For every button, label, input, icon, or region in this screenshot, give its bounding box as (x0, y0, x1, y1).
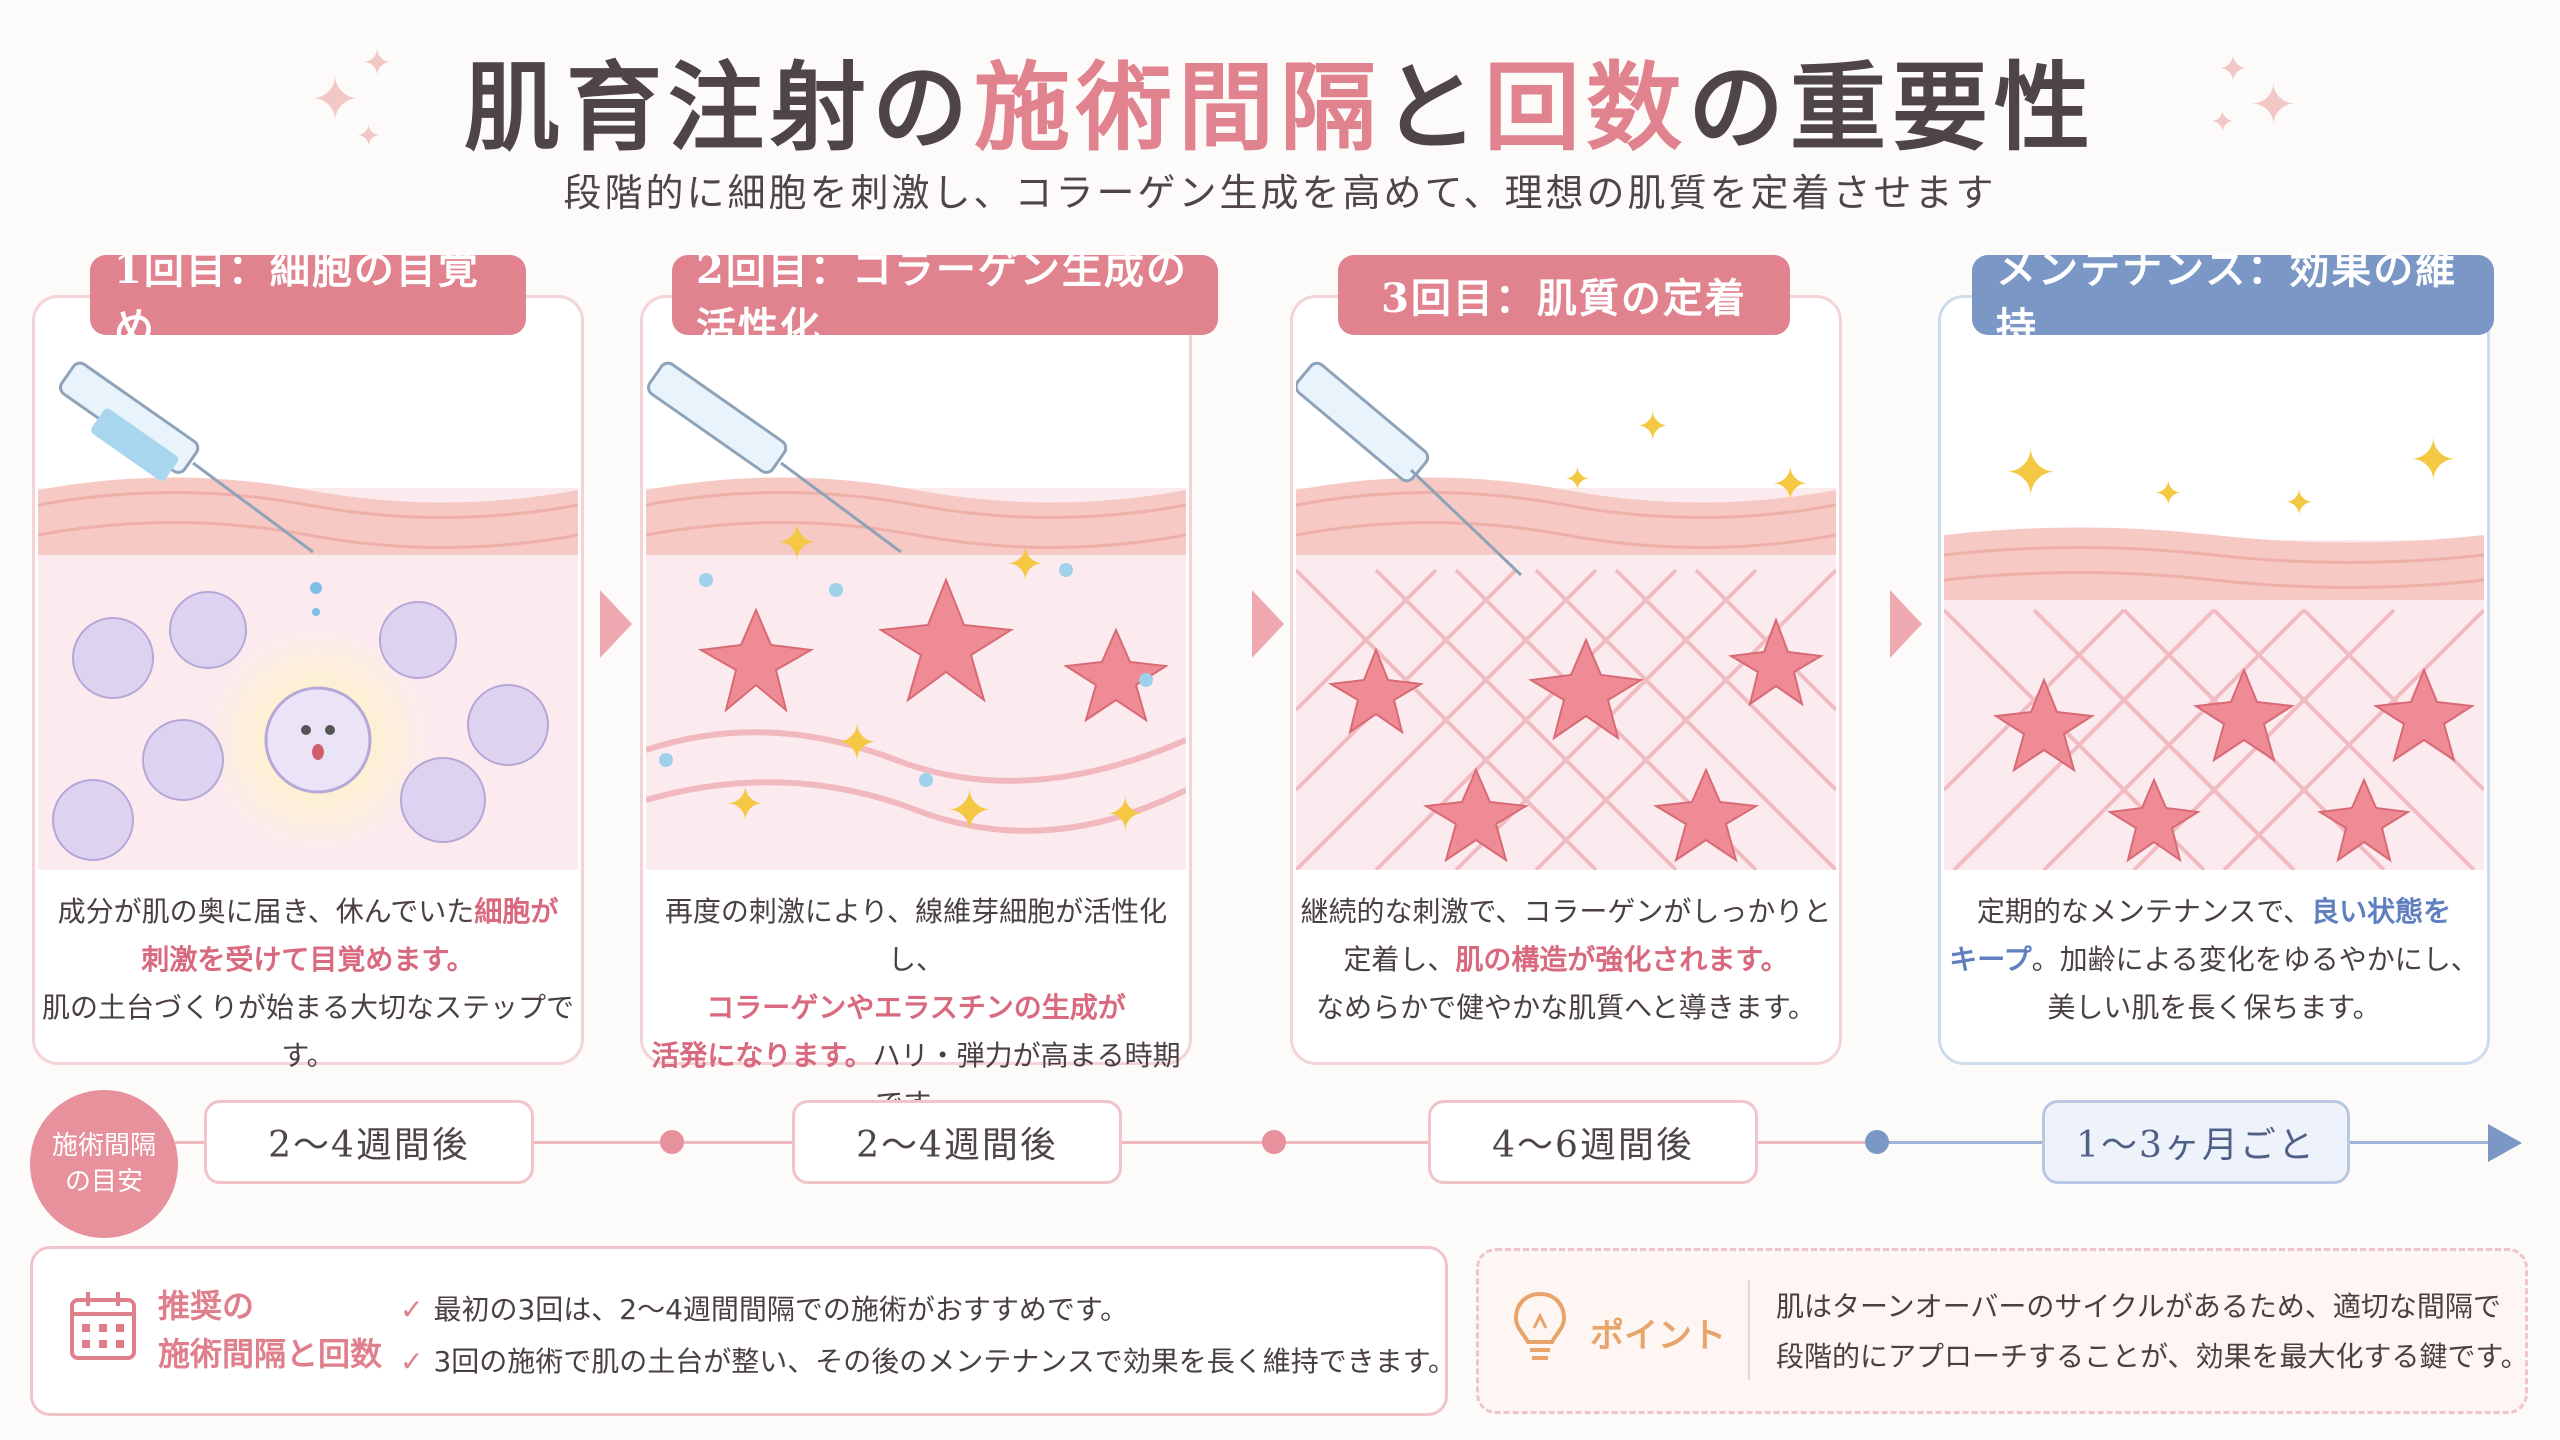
svg-text:✦: ✦ (2409, 426, 2458, 494)
syringe-icon (1296, 361, 1523, 577)
recommendation-box (30, 1246, 1448, 1416)
svg-text:✦: ✦ (1006, 537, 1045, 591)
page-title: 肌育注射の施術間隔と回数の重要性 (464, 51, 2096, 164)
check-icon: ✓ (400, 1293, 424, 1326)
step-description-3: 継続的な刺激で、コラーゲンがしっかりと 定着し、肌の構造が強化されます。 なめら… (1300, 895, 1832, 1024)
sparkle-icon: ✦ (310, 65, 361, 135)
point-box (1476, 1248, 2528, 1414)
step-badge-2: 2回目：コラーゲン生成の活性化 (672, 246, 1218, 351)
check-icon: ✓ (400, 1345, 424, 1378)
svg-text:✦: ✦ (2154, 474, 2183, 514)
recommendation-item: ✓3回の施術で肌の土台が整い、その後のメンテナンスで効果を長く維持できます。 (400, 1345, 1456, 1378)
svg-text:✦: ✦ (946, 779, 993, 844)
step-arrow (1252, 590, 1284, 658)
svg-text:✦: ✦ (2284, 483, 2314, 524)
svg-text:✦: ✦ (1636, 404, 1670, 450)
point-label: ポイント (1590, 1316, 1726, 1356)
step-description-1: 成分が肌の奥に届き、休んでいた細胞が 刺激を受けて目覚めます。 肌の土台づくりが… (41, 895, 574, 1072)
skin-illustration-4: ✦ ✦ ✦ ✦ (1944, 426, 2484, 870)
step-badge-1: 1回目：細胞の目覚め (90, 246, 526, 351)
timeline-dot (660, 1130, 684, 1154)
svg-text:✦: ✦ (1564, 460, 1591, 498)
skin-illustration-3: ✦ ✦ ✦ (1296, 361, 1836, 870)
interval-pill-4: 1～3ヶ月ごと (2042, 1100, 2350, 1184)
svg-text:✦: ✦ (776, 514, 818, 572)
svg-text:✦: ✦ (726, 777, 765, 831)
calendar-icon (70, 1292, 136, 1360)
interval-pill-3: 4～6週間後 (1428, 1100, 1758, 1184)
sparkle-icon: ✦ (2250, 73, 2297, 138)
step-description-2: 再度の刺激により、線維芽細胞が活性化し、 コラーゲンやエラスチンの生成が 活発に… (651, 895, 1181, 1120)
point-text: 肌はターンオーバーのサイクルがあるため、適切な間隔で 段階的にアプローチすること… (1776, 1290, 2529, 1373)
interval-pill-2: 2～4週間後 (792, 1100, 1122, 1184)
step-arrow (1890, 590, 1922, 658)
timeline-dot (1262, 1130, 1286, 1154)
step-badge-3: 3回目：肌質の定着 (1338, 255, 1790, 335)
step-description-4: 定期的なメンテナンスで、良い状態を キープ。加齢による変化をゆるやかにし、 美し… (1949, 895, 2479, 1024)
timeline-arrow-icon (2488, 1124, 2522, 1162)
recommendation-title: 推奨の 施術間隔と回数 (158, 1287, 383, 1373)
lightbulb-icon (1513, 1291, 1567, 1360)
svg-text:✦: ✦ (836, 714, 878, 772)
step-arrow (600, 590, 632, 658)
sparkle-icon: ✦ (2210, 105, 2236, 140)
skin-illustration-2: ✦ ✦ ✦ ✦ ✦ ✦ (646, 361, 1186, 870)
svg-text:✦: ✦ (2004, 437, 2058, 511)
recommendation-item: ✓最初の3回は、2～4週間間隔での施術がおすすめです。 (400, 1293, 1129, 1326)
skin-illustration-1 (38, 361, 578, 870)
svg-text:✦: ✦ (1106, 787, 1145, 841)
syringe-icon (646, 361, 902, 554)
sparkle-icon: ✦ (362, 43, 393, 84)
interval-pill-1: 2～4週間後 (204, 1100, 534, 1184)
divider (1748, 1280, 1750, 1380)
sparkle-icon: ✦ (356, 119, 382, 154)
syringe-icon (58, 361, 322, 616)
timeline-dot (1865, 1130, 1889, 1154)
timeline-label: 施術間隔の目安 (30, 1090, 178, 1238)
sparkle-icon: ✦ (2218, 49, 2249, 90)
svg-text:✦: ✦ (1771, 457, 1810, 511)
page-subtitle: 段階的に細胞を刺激し、コラーゲン生成を高めて、理想の肌質を定着させます (563, 171, 1997, 215)
step-badge-4: メンテナンス：効果の維持 (1972, 246, 2494, 351)
